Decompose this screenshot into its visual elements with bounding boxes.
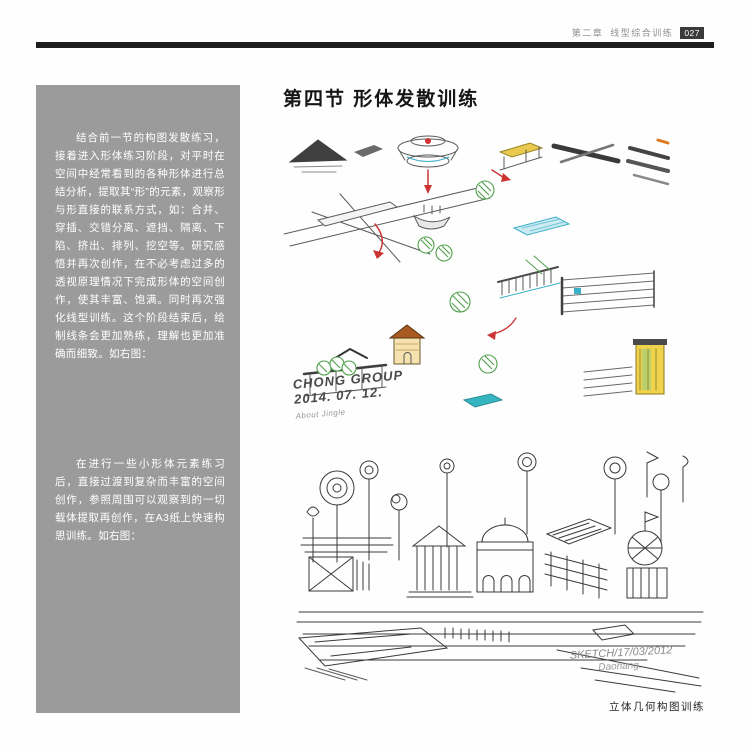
geometric-composition-drawing <box>296 451 704 693</box>
tree-marks <box>316 180 498 376</box>
sketch-form-studies: CHONG GROUP 2014. 07. 12. About Jingle <box>278 112 706 437</box>
chapter-label: 第二章 <box>571 28 604 38</box>
sketch1-signature: CHONG GROUP 2014. 07. 12. About Jingle <box>292 367 406 423</box>
section-title: 第四节 形体发散训练 <box>283 89 480 110</box>
page-number: 027 <box>680 26 704 39</box>
intro-paragraph: 结合前一节的构图发散练习，接着进入形体练习阶段，对平时在空间中经常看到的各种形体… <box>55 132 225 360</box>
section-label: 线型综合训练 <box>610 28 674 38</box>
text-panel: 结合前一节的构图发散练习，接着进入形体练习阶段，对平时在空间中经常看到的各种形体… <box>36 85 240 713</box>
figure-caption: 立体几何构图训练 <box>609 701 705 713</box>
page-header: 第二章 线型综合训练 027 <box>572 26 704 39</box>
sketch-geometric-composition: SKETCH/17/03/2012 Daohang. <box>295 442 707 700</box>
sketch2-signature: SKETCH/17/03/2012 Daohang. <box>570 643 674 676</box>
form-divergence-drawing <box>283 135 670 408</box>
header-rule <box>36 42 714 48</box>
second-paragraph: 在进行一些小形体元素练习后，直接过渡到复杂而丰富的空间创作，参照周围可以观察到的… <box>55 458 225 542</box>
